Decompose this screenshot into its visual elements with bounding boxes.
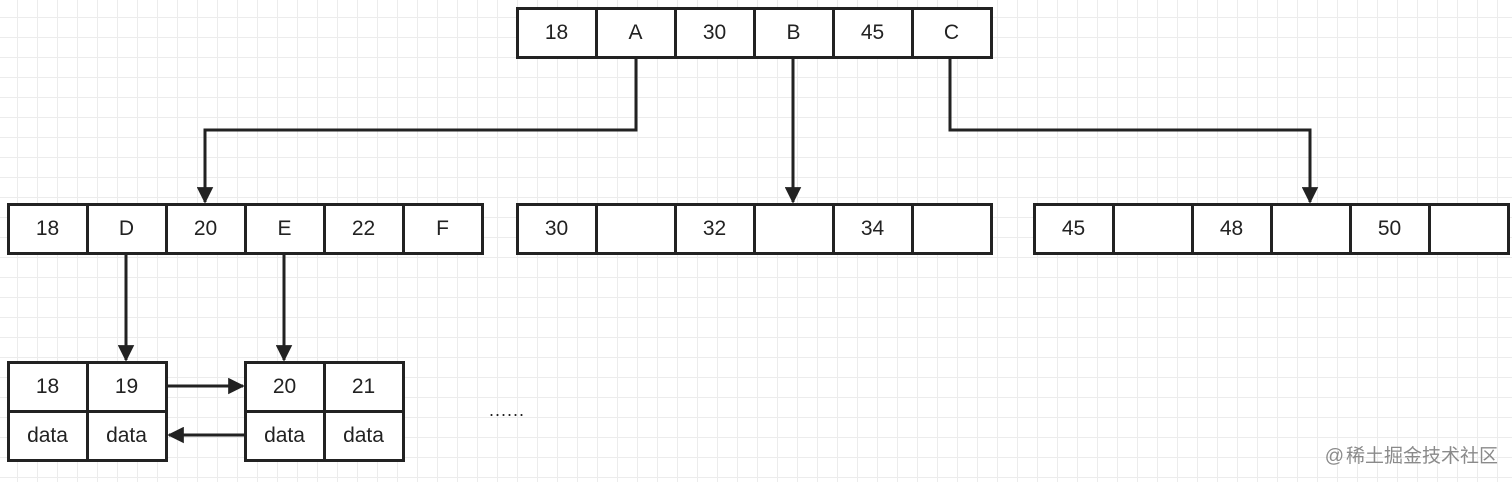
internal-node-1-cell: F <box>401 202 484 255</box>
leaf-node-1-data: data <box>85 409 168 462</box>
root-node-cell: 45 <box>831 6 914 59</box>
internal-node-1-cell: 18 <box>6 202 89 255</box>
internal-node-1-cell: D <box>85 202 168 255</box>
internal-node-1-cell: 22 <box>322 202 405 255</box>
internal-node-2-cell <box>910 202 993 255</box>
internal-node-3-cell: 45 <box>1032 202 1115 255</box>
root-node-cell: 18 <box>515 6 598 59</box>
watermark-text: 稀土掘金技术社区 <box>1345 446 1498 467</box>
at-icon: @ <box>1324 446 1344 467</box>
internal-node-3-cell <box>1427 202 1510 255</box>
ellipsis: ...... <box>489 400 526 420</box>
root-node-cell: 30 <box>673 6 756 59</box>
root-node-cell: C <box>910 6 993 59</box>
internal-node-3-cell: 48 <box>1190 202 1273 255</box>
internal-node-2-cell: 32 <box>673 202 756 255</box>
edge-root-to-internal-1 <box>196 58 638 204</box>
internal-node-3-cell <box>1269 202 1352 255</box>
internal-node-3-cell <box>1111 202 1194 255</box>
leaf-node-1-key: 18 <box>6 360 89 413</box>
root-node-cell: B <box>752 6 835 59</box>
internal-node-1-cell: E <box>243 202 326 255</box>
leaf-node-2-key: 21 <box>322 360 405 413</box>
leaf-node-1-key: 19 <box>85 360 168 413</box>
leaf-node-2-data: data <box>322 409 405 462</box>
watermark: @稀土掘金技术社区 <box>1325 441 1498 468</box>
edge-root-to-internal-3 <box>948 58 1319 204</box>
leaf-node-2-key: 20 <box>243 360 326 413</box>
internal-node-2-cell <box>752 202 835 255</box>
internal-node-2-cell: 30 <box>515 202 598 255</box>
root-node-cell: A <box>594 6 677 59</box>
leaf-node-1-data: data <box>6 409 89 462</box>
internal-node-1-cell: 20 <box>164 202 247 255</box>
internal-node-2-cell: 34 <box>831 202 914 255</box>
internal-node-2-cell <box>594 202 677 255</box>
leaf-node-2-data: data <box>243 409 326 462</box>
internal-node-3-cell: 50 <box>1348 202 1431 255</box>
